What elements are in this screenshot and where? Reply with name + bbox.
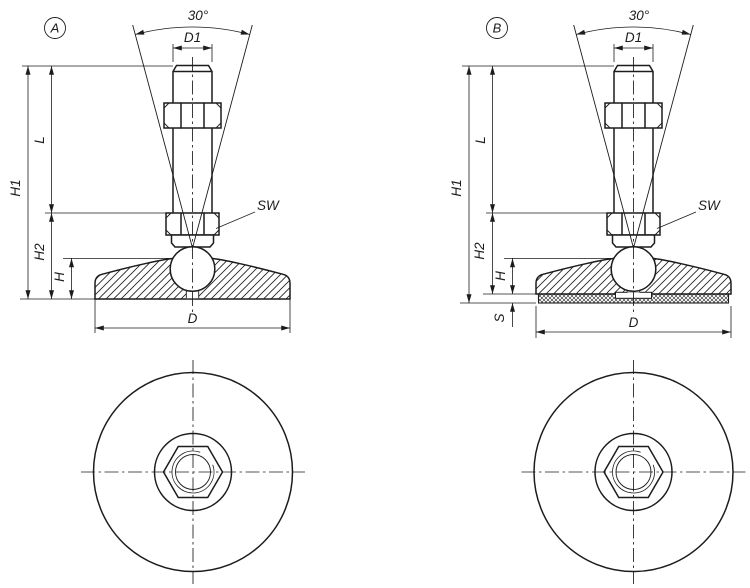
label-d1-a: D1: [184, 30, 201, 45]
side-view-b: [535, 24, 732, 313]
label-h-b: H: [493, 271, 508, 281]
bottom-view-a: [81, 360, 305, 584]
label-d1-b: D1: [625, 30, 642, 45]
label-sw-a: SW: [257, 198, 280, 213]
variant-marker-b: B: [486, 17, 508, 39]
label-h1-a: H1: [8, 179, 23, 196]
label-s-b: S: [492, 313, 507, 322]
label-sw-b: SW: [698, 198, 721, 213]
dimensions-a: 30° D1 L H1 H2 H SW D: [8, 8, 291, 333]
label-angle-a: 30°: [188, 8, 209, 23]
variant-letter-b: B: [493, 21, 502, 36]
dimensions-b: 30° D1 L H1 H2 H S SW D: [449, 8, 732, 338]
thread-arc-a: [171, 450, 215, 494]
side-view-a: [94, 24, 291, 313]
swivel-cone-b: [573, 24, 694, 249]
variant-letter-a: A: [50, 21, 60, 36]
dimension-lines-a: [27, 47, 290, 329]
label-l-b: L: [473, 136, 488, 144]
extension-lines-b: [460, 44, 732, 338]
dimension-lines-b: [468, 47, 731, 333]
bottom-centerlines-a: [81, 360, 305, 584]
sw-leader-b: [656, 211, 697, 229]
label-l-a: L: [32, 136, 47, 144]
label-d-a: D: [188, 311, 198, 326]
thread-arc-b: [612, 450, 655, 494]
label-h2-a: H2: [32, 243, 47, 261]
angle-arc-a: [135, 26, 250, 35]
label-h2-b: H2: [472, 242, 487, 260]
sw-leader-a: [215, 211, 256, 229]
bottom-centerlines-b: [521, 360, 746, 584]
label-h-a: H: [52, 272, 67, 282]
extension-lines-a: [20, 44, 291, 333]
variant-marker-a: A: [44, 17, 66, 39]
label-angle-b: 30°: [629, 8, 650, 23]
angle-arc-b: [576, 26, 691, 35]
label-h1-b: H1: [449, 179, 464, 196]
label-d-b: D: [629, 315, 639, 330]
bottom-view-b: [521, 360, 746, 584]
swivel-cone-a: [132, 24, 253, 249]
